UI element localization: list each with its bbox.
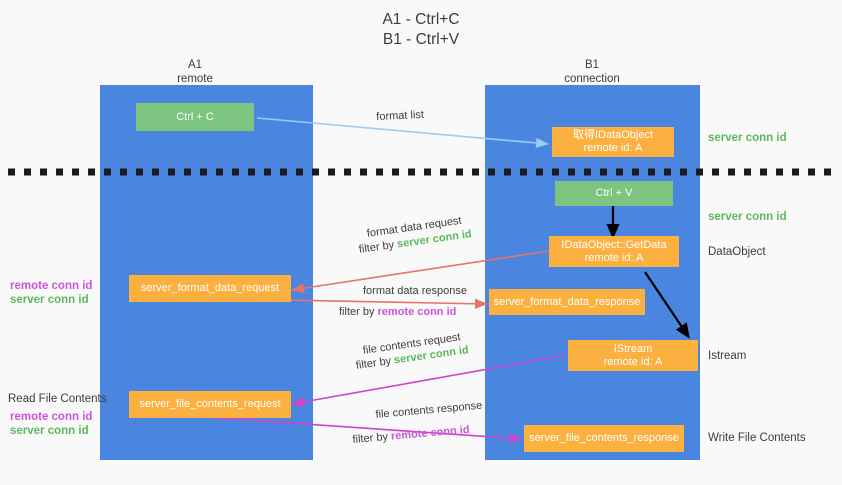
node-server-file-contents-request[interactable]: server_file_contents_request bbox=[129, 391, 291, 418]
arrow-label-format-data-response: format data response bbox=[363, 285, 467, 297]
filter-prefix: filter by bbox=[358, 238, 398, 256]
node-server-format-data-response[interactable]: server_format_data_response bbox=[489, 289, 645, 315]
page-title: A1 - Ctrl+C B1 - Ctrl+V bbox=[382, 11, 460, 48]
node-ctrl-v[interactable]: Ctrl + V bbox=[555, 181, 673, 206]
arrow-label-format-data-response-filter: filter by remote conn id bbox=[339, 305, 456, 319]
arrow-label-file-contents-response-filter: filter by remote conn id bbox=[352, 423, 470, 447]
node-idataobject[interactable]: 取得IDataObject remote id: A bbox=[552, 127, 674, 157]
node-istream[interactable]: IStream remote id: A bbox=[568, 340, 698, 371]
column-header-b1: B1 connection bbox=[564, 59, 620, 85]
label-server-conn-id-mid: server conn id bbox=[708, 211, 787, 223]
label-dataobject: DataObject bbox=[708, 246, 766, 258]
label-server-conn-id-top: server conn id bbox=[708, 132, 787, 144]
label-write-file-contents: Write File Contents bbox=[708, 432, 806, 444]
arrow-label-file-contents-response: file contents response bbox=[375, 399, 483, 421]
label-server-conn-id-1: server conn id bbox=[10, 294, 89, 306]
column-header-a1: A1 remote bbox=[177, 59, 213, 85]
filter-tag-remote-conn-id: remote conn id bbox=[390, 423, 471, 443]
label-server-conn-id-2: server conn id bbox=[10, 425, 89, 437]
node-getdata[interactable]: IDataObject::GetData remote id: A bbox=[549, 236, 679, 267]
label-read-file-contents: Read File Contents bbox=[8, 393, 107, 405]
filter-prefix: filter by bbox=[339, 306, 378, 318]
filter-tag-remote-conn-id: remote conn id bbox=[377, 306, 457, 318]
label-remote-conn-id-2: remote conn id bbox=[10, 411, 93, 423]
label-remote-conn-id-1: remote conn id bbox=[10, 280, 93, 292]
node-server-format-data-request[interactable]: server_format_data_request bbox=[129, 275, 291, 302]
label-istream: Istream bbox=[708, 350, 747, 362]
filter-prefix: filter by bbox=[355, 354, 395, 372]
arrow-label-format-list: format list bbox=[376, 108, 425, 123]
node-ctrl-c[interactable]: Ctrl + C bbox=[136, 103, 254, 131]
node-server-file-contents-response[interactable]: server_file_contents_response bbox=[524, 425, 684, 452]
filter-prefix: filter by bbox=[352, 430, 392, 446]
